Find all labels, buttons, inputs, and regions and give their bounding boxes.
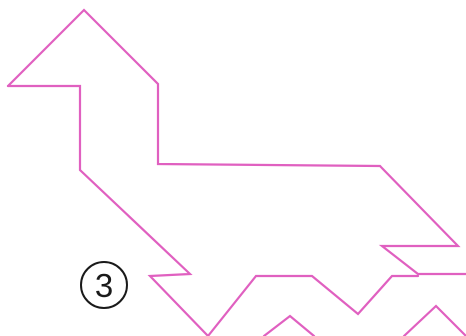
- lower-wedge-outline: [264, 316, 314, 336]
- legs-outline: [208, 276, 418, 336]
- right-foot-outline: [404, 306, 466, 336]
- figure-number-badge: 3: [80, 261, 128, 309]
- figure-number: 3: [95, 269, 113, 302]
- animal-silhouette-outline: [8, 10, 466, 274]
